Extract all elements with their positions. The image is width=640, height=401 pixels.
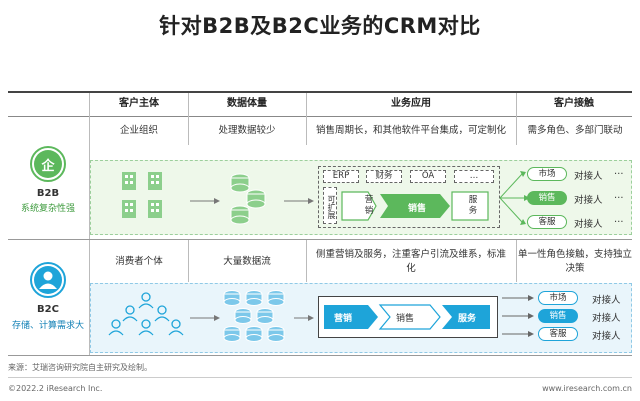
person-icon: [34, 266, 62, 294]
col-divider: [306, 240, 307, 282]
b2b-flow-marketing: 营销: [364, 195, 374, 216]
website-link[interactable]: www.iresearch.com.cn: [542, 384, 632, 393]
b2b-contact-service: 客服: [527, 215, 567, 229]
b2c-flow-marketing: 营销: [334, 314, 353, 324]
b2b-label: B2B: [36, 188, 60, 199]
col-divider: [188, 93, 189, 145]
b2b-contact-person: 对接人: [574, 171, 603, 182]
col-header-customer: 客户主体: [119, 98, 159, 109]
consumer-icons: [108, 292, 184, 336]
arrow-icon: [284, 198, 314, 204]
col-divider: [188, 240, 189, 282]
b2b-contact: 需多角色、多部门联动: [527, 125, 623, 136]
b2b-data-volume: 处理数据较少: [218, 125, 276, 136]
b2b-contact-arrows: [499, 171, 530, 225]
arrow-icon: [190, 315, 220, 321]
col-header-data: 数据体量: [227, 98, 267, 109]
b2c-contact-arrows: [502, 295, 534, 337]
b2b-flow-sales: 销售: [408, 204, 427, 214]
b2c-data-volume: 大量数据流: [223, 256, 271, 267]
b2c-contact-person: 对接人: [592, 295, 621, 306]
b2c-contact-sales: 销售: [538, 309, 578, 323]
b2b-contact-person: 对接人: [574, 195, 603, 206]
enterprise-icon: [34, 150, 62, 178]
b2b-system-frame: [318, 166, 500, 228]
b2c-contact-service: 客服: [538, 327, 578, 341]
database-icons: [230, 173, 266, 225]
table-bottom-rule: [8, 355, 632, 356]
extendable-label: 可扩展: [323, 187, 337, 224]
b2c-business-app: 侧重营销及服务，注重客户引流及维系，标准化: [315, 249, 506, 274]
col-divider: [516, 240, 517, 282]
b2c-subtitle: 存储、计算需求大: [11, 321, 84, 331]
b2c-contact-market: 市场: [538, 291, 578, 305]
arrow-icon: [190, 198, 220, 204]
b2b-contact-more: …: [614, 214, 624, 225]
row-divider: [8, 239, 632, 240]
integration-finance: 财务: [366, 170, 402, 183]
col-divider: [306, 93, 307, 145]
table-header-rule: [8, 116, 632, 117]
b2c-contact: 单一性角色接触，支持独立决策: [518, 249, 633, 274]
col-header-contact: 客户接触: [554, 98, 594, 109]
enterprise-icon-char: 企: [41, 159, 55, 174]
integration-oa: OA: [410, 170, 446, 183]
b2b-subtitle: 系统复杂性强: [20, 204, 75, 214]
b2b-flow-service: 服务: [468, 195, 478, 216]
b2b-contact-person: 对接人: [574, 219, 603, 230]
b2c-customer-subject: 消费者个体: [115, 256, 163, 267]
col-divider: [516, 93, 517, 145]
footer-rule: [8, 377, 632, 378]
integration-erp: ERP: [323, 170, 359, 183]
copyright: ©2022.2 iResearch Inc.: [8, 384, 103, 393]
arrow-icon: [294, 315, 314, 321]
b2c-flow: [324, 304, 490, 330]
b2b-contact-sales: 销售: [527, 191, 567, 205]
b2b-contact-market: 市场: [527, 167, 567, 181]
b2b-flow: [341, 191, 489, 221]
b2b-business-app: 销售周期长，和其他软件平台集成，可定制化: [315, 125, 506, 136]
integration-more: …: [454, 170, 494, 183]
table-top-rule: [8, 91, 632, 93]
b2b-customer-subject: 企业组织: [119, 125, 158, 136]
col-divider: [89, 93, 90, 355]
b2c-flow-service: 服务: [458, 314, 477, 324]
building-icons: [122, 172, 162, 218]
b2b-contact-more: …: [614, 190, 624, 201]
b2c-label: B2C: [37, 304, 59, 315]
b2c-contact-person: 对接人: [592, 331, 621, 342]
page-title: 针对B2B及B2C业务的CRM对比: [159, 14, 481, 38]
b2c-contact-person: 对接人: [592, 313, 621, 324]
col-header-business: 业务应用: [391, 98, 431, 109]
b2c-flow-sales: 销售: [396, 314, 415, 324]
source-note: 来源：艾瑞咨询研究院自主研究及绘制。: [8, 363, 152, 372]
database-icons: [223, 290, 285, 342]
b2b-contact-more: …: [614, 166, 624, 177]
